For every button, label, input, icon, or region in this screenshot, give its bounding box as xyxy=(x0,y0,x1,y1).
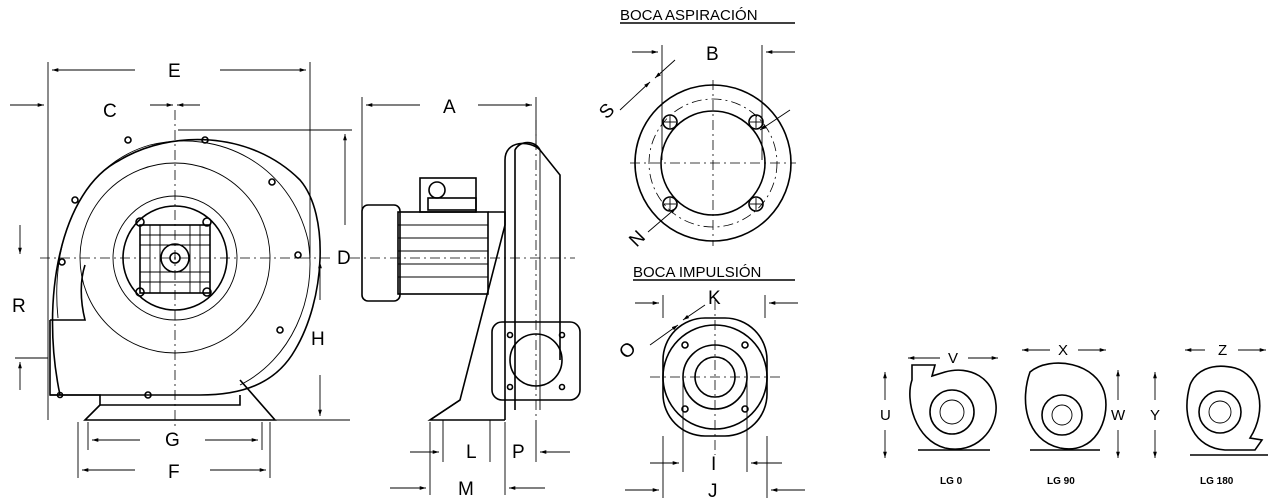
dim-label-c: C xyxy=(103,101,117,122)
dim-label-s: S xyxy=(595,100,619,124)
dimension-lines xyxy=(10,45,1266,498)
dim-label-u: U xyxy=(880,407,891,424)
dim-label-i: I xyxy=(711,454,716,475)
outlet-header: BOCA IMPULSIÓN xyxy=(633,264,761,281)
inlet-detail xyxy=(620,22,796,246)
dim-label-a: A xyxy=(443,97,456,118)
inlet-header: BOCA ASPIRACIÓN xyxy=(620,7,758,24)
outlet-detail xyxy=(633,279,795,455)
dim-label-e: E xyxy=(168,61,181,82)
position-lg90 xyxy=(1024,362,1107,451)
dim-label-f: F xyxy=(168,462,180,483)
dim-label-z: Z xyxy=(1218,342,1227,359)
position-label-lg0: LG 0 xyxy=(940,476,963,487)
dim-label-g: G xyxy=(165,430,180,451)
dim-label-d: D xyxy=(337,248,351,269)
dim-label-y: Y xyxy=(1150,407,1160,424)
dim-label-v: V xyxy=(948,350,958,367)
dim-label-h: H xyxy=(311,329,325,350)
side-view xyxy=(350,120,581,421)
dim-label-p: P xyxy=(512,442,525,463)
dim-label-r: R xyxy=(12,296,26,317)
dim-label-l: L xyxy=(466,442,477,463)
dim-label-b: B xyxy=(706,44,719,65)
dim-label-w: W xyxy=(1111,407,1126,424)
dim-label-j: J xyxy=(708,481,718,500)
dim-label-x: X xyxy=(1058,342,1068,359)
dim-label-o: O xyxy=(615,338,640,363)
position-lg180 xyxy=(1186,365,1268,456)
dim-label-k: K xyxy=(708,288,721,309)
position-label-lg180: LG 180 xyxy=(1200,476,1234,487)
position-lg0 xyxy=(909,364,997,451)
position-label-lg90: LG 90 xyxy=(1047,476,1075,487)
dim-label-n: N xyxy=(625,227,650,252)
dim-label-m: M xyxy=(458,479,474,500)
front-view xyxy=(40,110,330,430)
